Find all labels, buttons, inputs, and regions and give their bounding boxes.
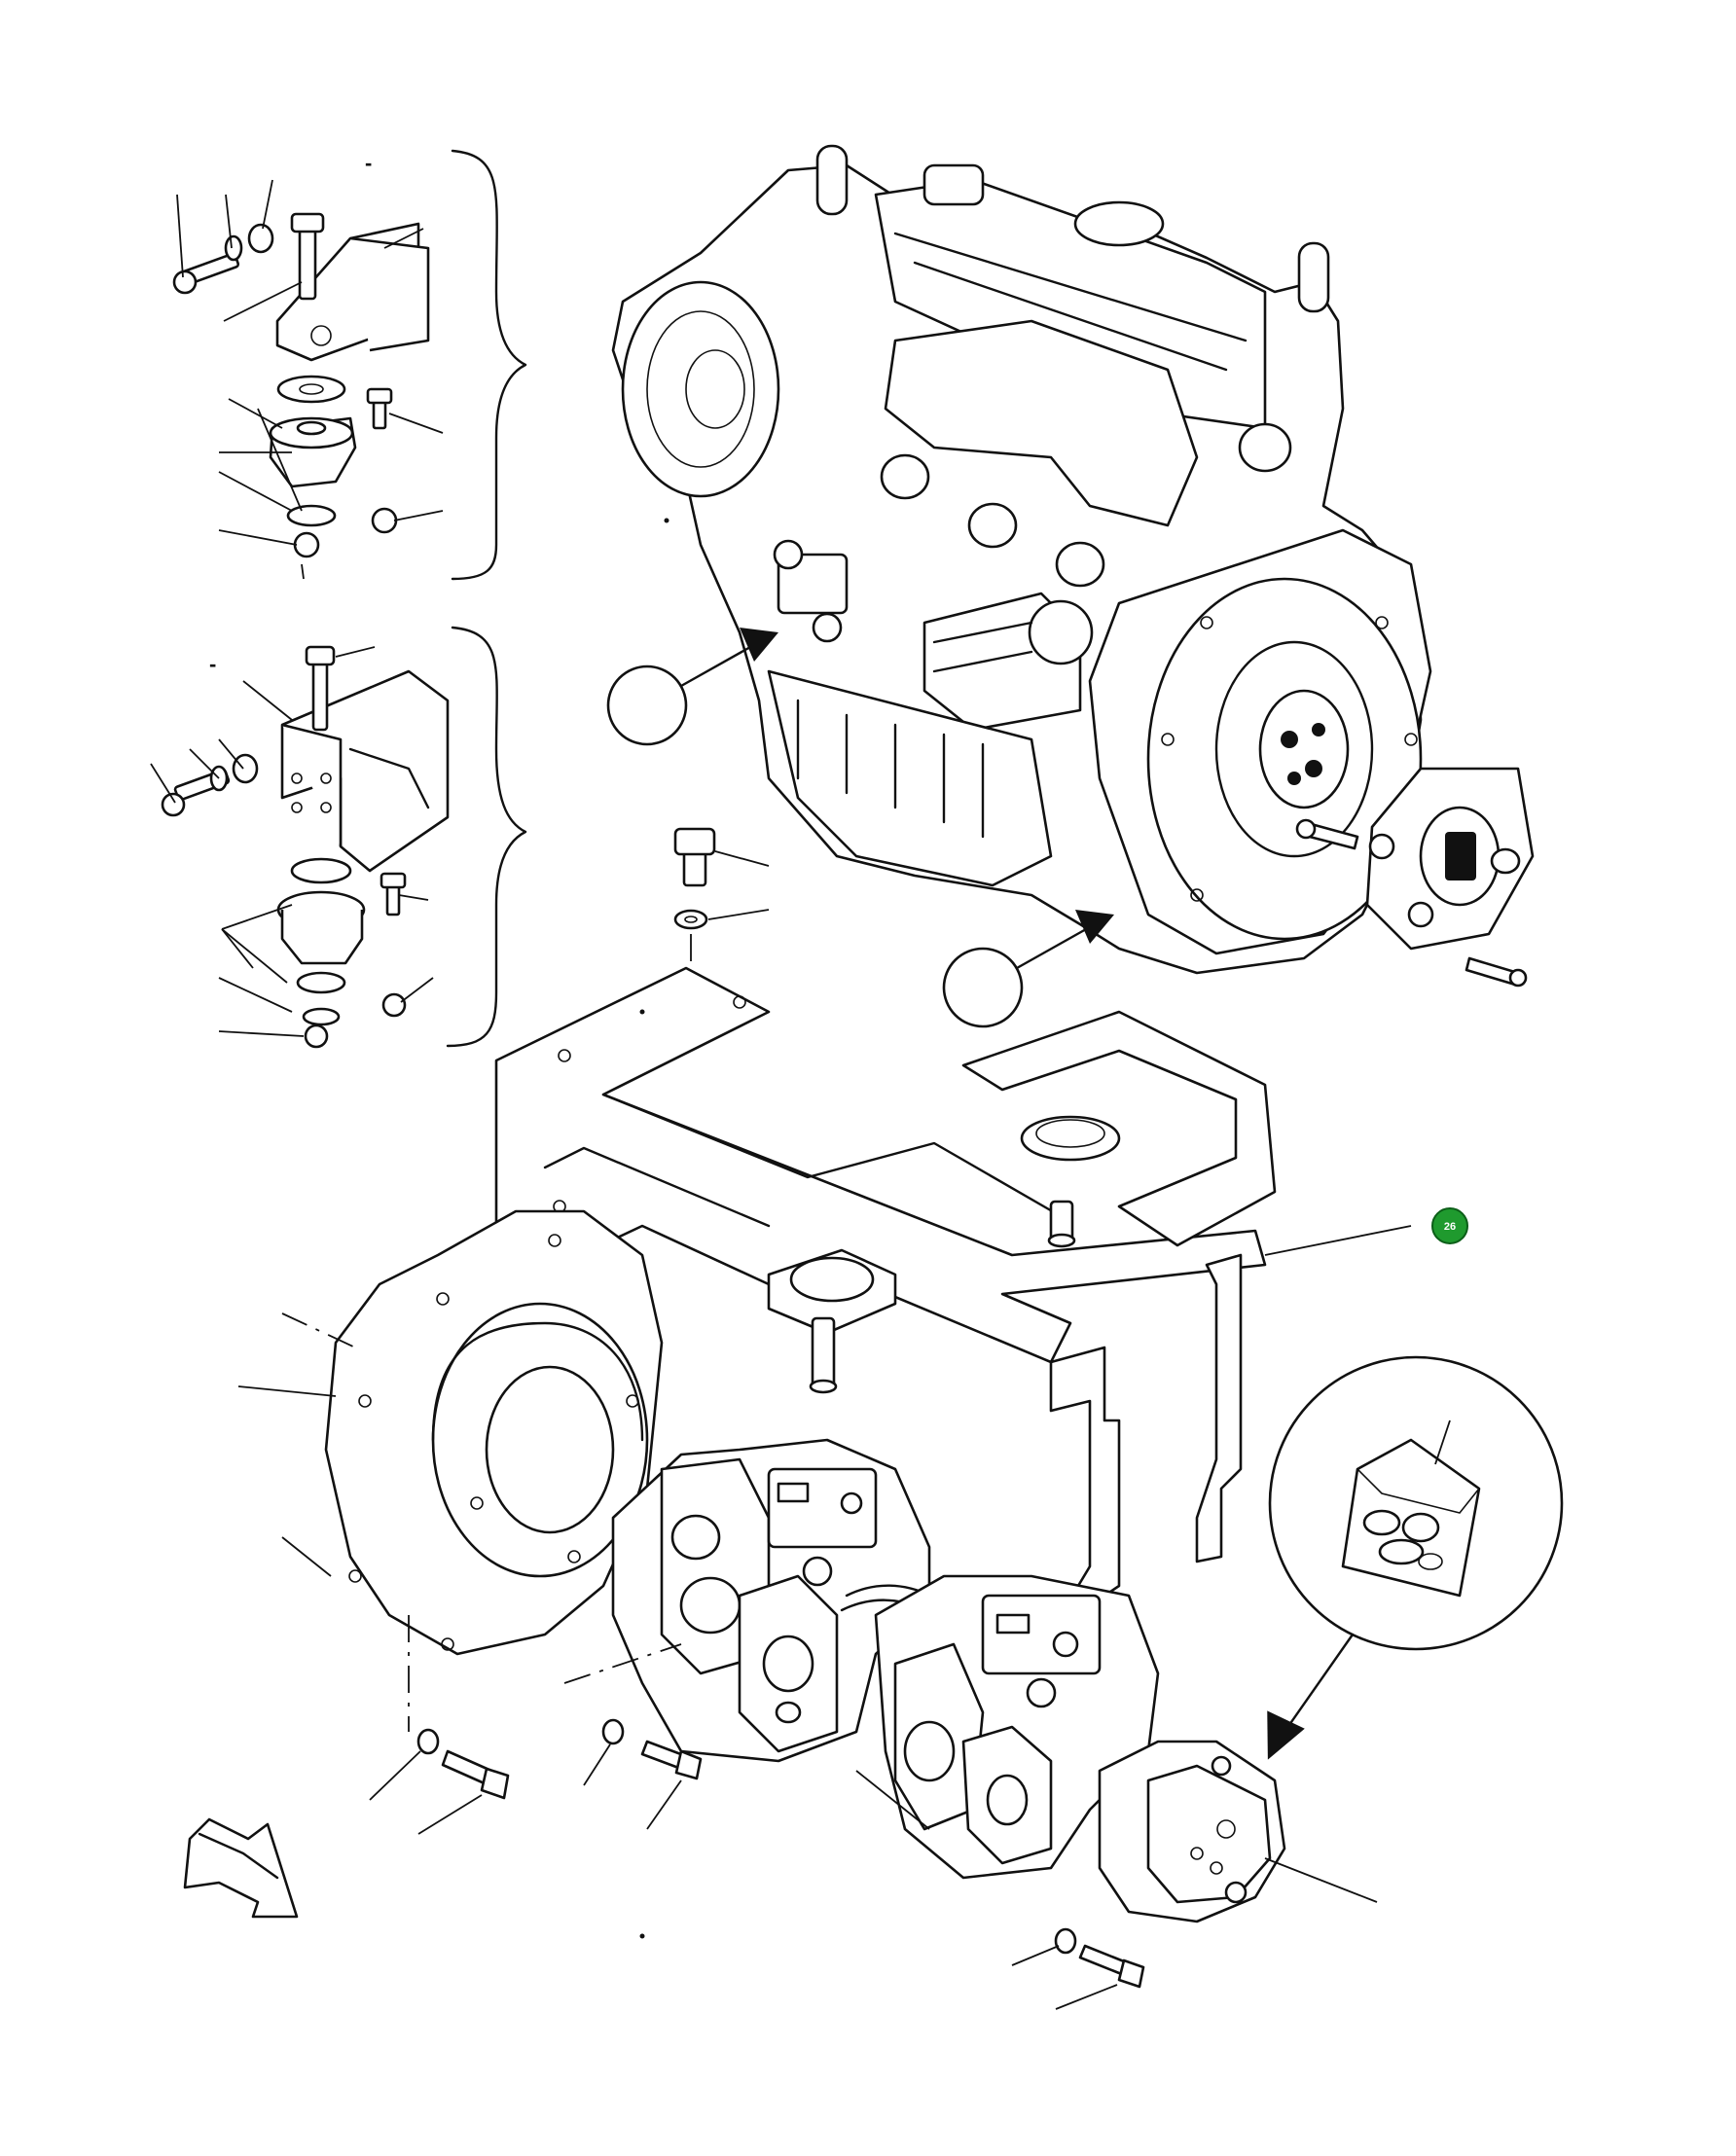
upper-bracket-mark: - <box>365 151 372 175</box>
mounting-frame <box>494 966 1412 1656</box>
seal-kit-icon <box>1267 1355 1564 1760</box>
dot <box>639 1933 645 1939</box>
lower-engine-mount <box>150 626 527 1049</box>
drive-coupling <box>1295 767 1535 988</box>
dot <box>664 518 669 523</box>
upper-engine-mount <box>172 149 527 581</box>
lower-bracket-mark: - <box>209 652 216 676</box>
hydraulic-pump-assembly <box>563 1438 1378 1923</box>
flow-arrow-icon <box>183 1817 299 1919</box>
adapter-plate <box>237 1209 664 1732</box>
location-pointers <box>606 628 1114 1028</box>
callout-label: 26 <box>1444 1221 1456 1233</box>
callout-marker[interactable]: 26 <box>1431 1207 1468 1244</box>
frame-mount-bolt <box>673 827 770 983</box>
engine-assembly <box>611 144 1432 975</box>
dot <box>639 1009 645 1015</box>
pump-fasteners <box>369 1718 1145 2010</box>
